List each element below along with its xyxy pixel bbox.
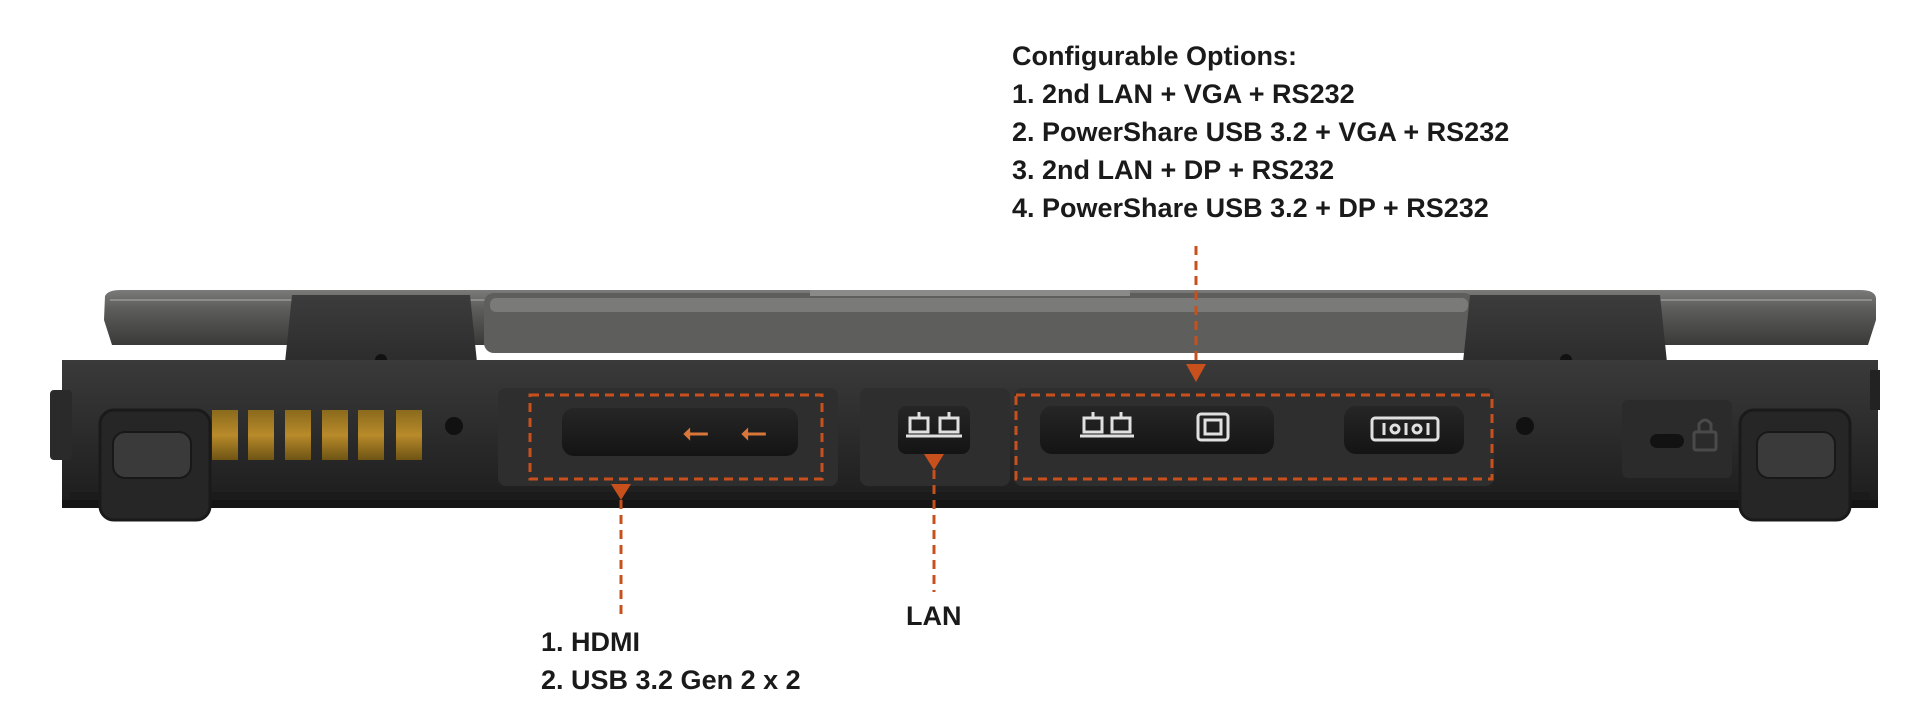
configurable-options-heading: Configurable Options: — [1012, 41, 1297, 71]
config-option-3: 3. 2nd LAN + DP + RS232 — [1012, 155, 1335, 185]
configurable-port-cover — [1014, 388, 1494, 486]
screw-hole — [1516, 417, 1534, 435]
configurable-options-block: Configurable Options: 1. 2nd LAN + VGA +… — [1012, 37, 1509, 227]
callout-item-usb: 2. USB 3.2 Gen 2 x 2 — [541, 665, 801, 695]
second-lan-icon — [1080, 412, 1134, 438]
config-option-1: 1. 2nd LAN + VGA + RS232 — [1012, 79, 1355, 109]
usb-port-cover: ⭠ ⭠ — [498, 388, 838, 486]
hdmi-usb-arrow — [611, 484, 631, 618]
serial-port-icon — [1370, 416, 1440, 442]
lock-icon — [1692, 418, 1718, 452]
lan-arrow — [924, 454, 944, 592]
docking-pins — [212, 410, 422, 460]
lan-port-cover — [860, 388, 1010, 486]
display-port-icon — [1196, 412, 1230, 442]
configurable-options-arrow — [1186, 246, 1206, 382]
laptop-lid — [104, 290, 1876, 353]
hdmi-usb-highlight-box — [528, 393, 824, 481]
left-rubber-bumper — [98, 408, 212, 522]
lan-callout-text: LAN — [906, 601, 962, 631]
callout-item-hdmi: 1. HDMI — [541, 627, 641, 657]
right-rubber-bumper — [1738, 408, 1852, 522]
lan-icon — [906, 412, 962, 438]
usb-icon: ⭠ — [682, 412, 709, 452]
screw-hole — [445, 417, 463, 435]
config-option-4: 4. PowerShare USB 3.2 + DP + RS232 — [1012, 193, 1489, 223]
config-option-2: 2. PowerShare USB 3.2 + VGA + RS232 — [1012, 117, 1510, 147]
hdmi-usb-callout-text: 1. HDMI 2. USB 3.2 Gen 2 x 2 — [541, 623, 801, 699]
configurable-options-highlight-box — [1014, 393, 1494, 481]
security-lock-slot — [1622, 400, 1732, 478]
usb-icon: ⭠ — [740, 412, 767, 452]
